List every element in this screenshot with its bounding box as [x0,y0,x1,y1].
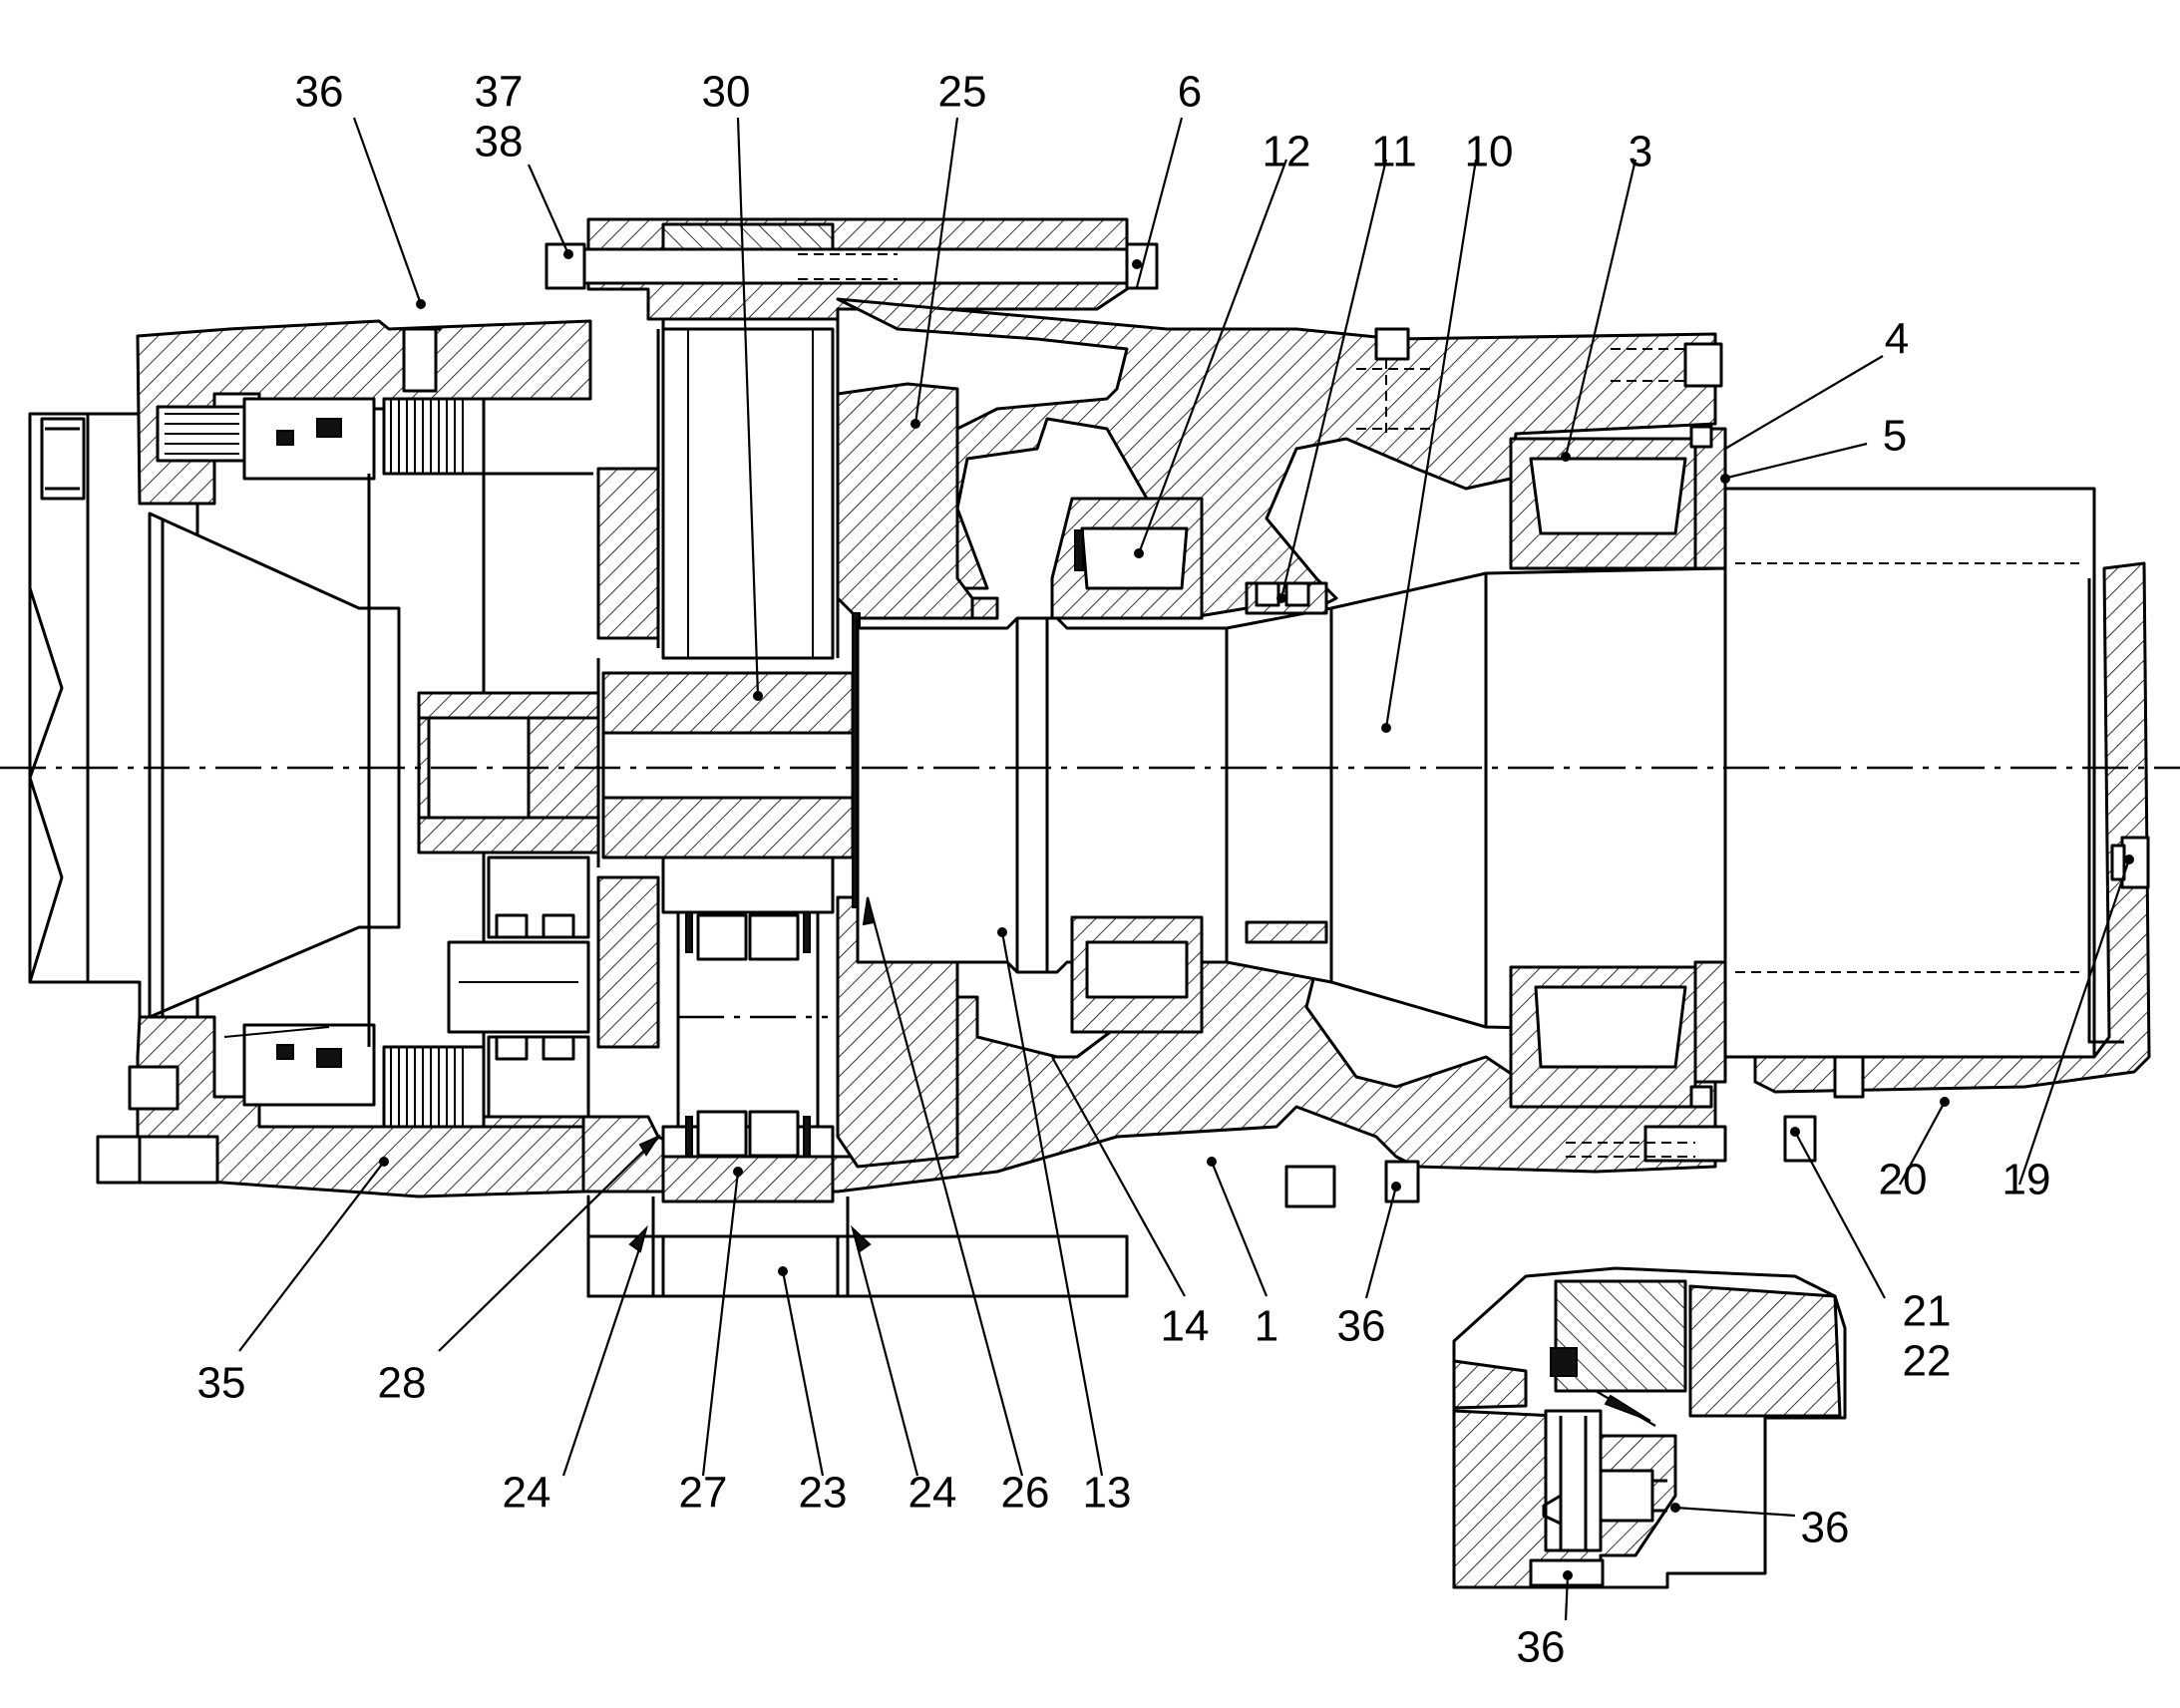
hub-flange [1723,487,2151,1099]
label-3: 3 [1629,128,1652,176]
label-36-top: 36 [295,68,344,117]
label-21: 21 [1903,1287,1952,1336]
label-35: 35 [197,1359,246,1408]
label-27: 27 [679,1469,728,1518]
label-37: 37 [475,68,524,117]
label-24-right: 24 [908,1469,957,1518]
label-30: 30 [702,68,751,117]
label-25: 25 [938,68,987,117]
input-stage [417,691,600,1119]
output-shaft [856,566,1727,1034]
label-36-detail-bottom: 36 [1517,1623,1566,1672]
motor-adapter [28,337,401,1059]
label-12: 12 [1263,128,1311,176]
label-13: 13 [1083,1469,1132,1518]
label-20: 20 [1879,1156,1928,1204]
label-36-bottom: 36 [1337,1302,1386,1351]
label-22: 22 [1903,1337,1952,1386]
label-24-left: 24 [503,1469,551,1518]
label-6: 6 [1178,68,1202,117]
label-10: 10 [1465,128,1514,176]
leader-lines [238,117,2134,1621]
label-19: 19 [2002,1156,2051,1204]
label-14: 14 [1161,1302,1210,1351]
label-5: 5 [1883,412,1907,461]
label-38: 38 [475,118,524,167]
planet-gear [661,855,835,1203]
sun-shaft [596,612,861,908]
label-11: 11 [1371,128,1417,176]
detail-view [1452,1266,1847,1589]
label-26: 26 [1001,1469,1050,1518]
label-4: 4 [1885,315,1909,364]
label-1: 1 [1255,1302,1278,1351]
callout-labels: 36 37 38 30 25 6 12 11 10 3 4 5 20 19 21… [197,68,2051,1672]
tapered-bearings [1050,425,1727,1109]
brake-disc-pack [367,397,593,1129]
brake-housing [96,319,592,1198]
label-28: 28 [378,1359,427,1408]
label-36-detail-right: 36 [1801,1504,1850,1552]
label-23: 23 [799,1469,848,1518]
